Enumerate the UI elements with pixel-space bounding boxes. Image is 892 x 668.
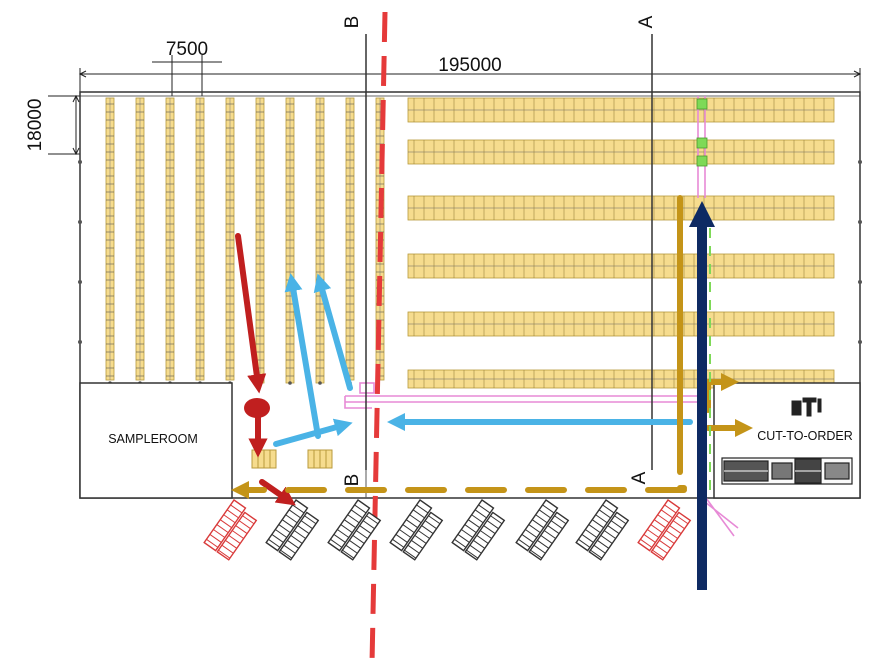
aisle-pitch-dimension: 7500 <box>166 39 208 60</box>
loading-dock <box>575 499 630 561</box>
dimension-lines <box>48 55 862 156</box>
sample-room-label: SAMPLEROOM <box>108 432 198 446</box>
staging-pallets-right <box>307 449 333 469</box>
section-b-top-label: B <box>342 16 363 29</box>
loading-dock <box>637 499 692 561</box>
total-length-dimension: 195000 <box>438 55 501 76</box>
picking-flow <box>231 195 753 499</box>
section-a-top-label: A <box>636 15 657 28</box>
loading-dock <box>265 499 320 561</box>
section-a-bottom-label: A <box>629 471 650 484</box>
loading-dock <box>515 499 570 561</box>
horizontal-rack <box>407 195 835 221</box>
conveyor-line <box>344 96 739 537</box>
wall-columns <box>78 160 862 385</box>
loading-dock <box>203 499 258 561</box>
vertical-rack <box>255 97 265 384</box>
rack-depth-dimension: 18000 <box>25 99 46 152</box>
sample-room <box>79 382 233 499</box>
right-rack-block <box>407 97 835 389</box>
section-cut-line <box>369 11 388 665</box>
loading-dock <box>451 499 506 561</box>
vertical-rack <box>315 97 325 384</box>
vertical-rack <box>285 97 295 384</box>
inbound-flow <box>235 233 296 506</box>
loading-dock <box>327 499 382 561</box>
vertical-rack <box>165 97 175 381</box>
vertical-rack <box>105 97 115 381</box>
section-b-bottom-label: B <box>342 474 363 487</box>
left-rack-block <box>105 97 385 384</box>
machinery-icon <box>721 457 853 485</box>
cutting-machine-icon <box>791 397 822 417</box>
loading-dock <box>389 499 444 561</box>
vertical-rack <box>225 97 235 381</box>
conveyor-nodes <box>696 98 708 167</box>
vertical-rack <box>135 97 145 381</box>
cut-to-order-label: CUT-TO-ORDER <box>757 429 853 443</box>
putaway-flow <box>273 273 693 447</box>
horizontal-rack <box>407 253 835 279</box>
horizontal-rack <box>407 97 835 123</box>
horizontal-rack <box>407 139 835 165</box>
building-outline <box>79 91 861 499</box>
vertical-rack <box>195 97 205 381</box>
staging-pallets-left <box>251 449 277 469</box>
loading-docks <box>203 499 692 561</box>
vertical-rack <box>345 97 355 381</box>
inbound-staging-dot <box>244 398 270 418</box>
horizontal-rack <box>407 311 835 337</box>
